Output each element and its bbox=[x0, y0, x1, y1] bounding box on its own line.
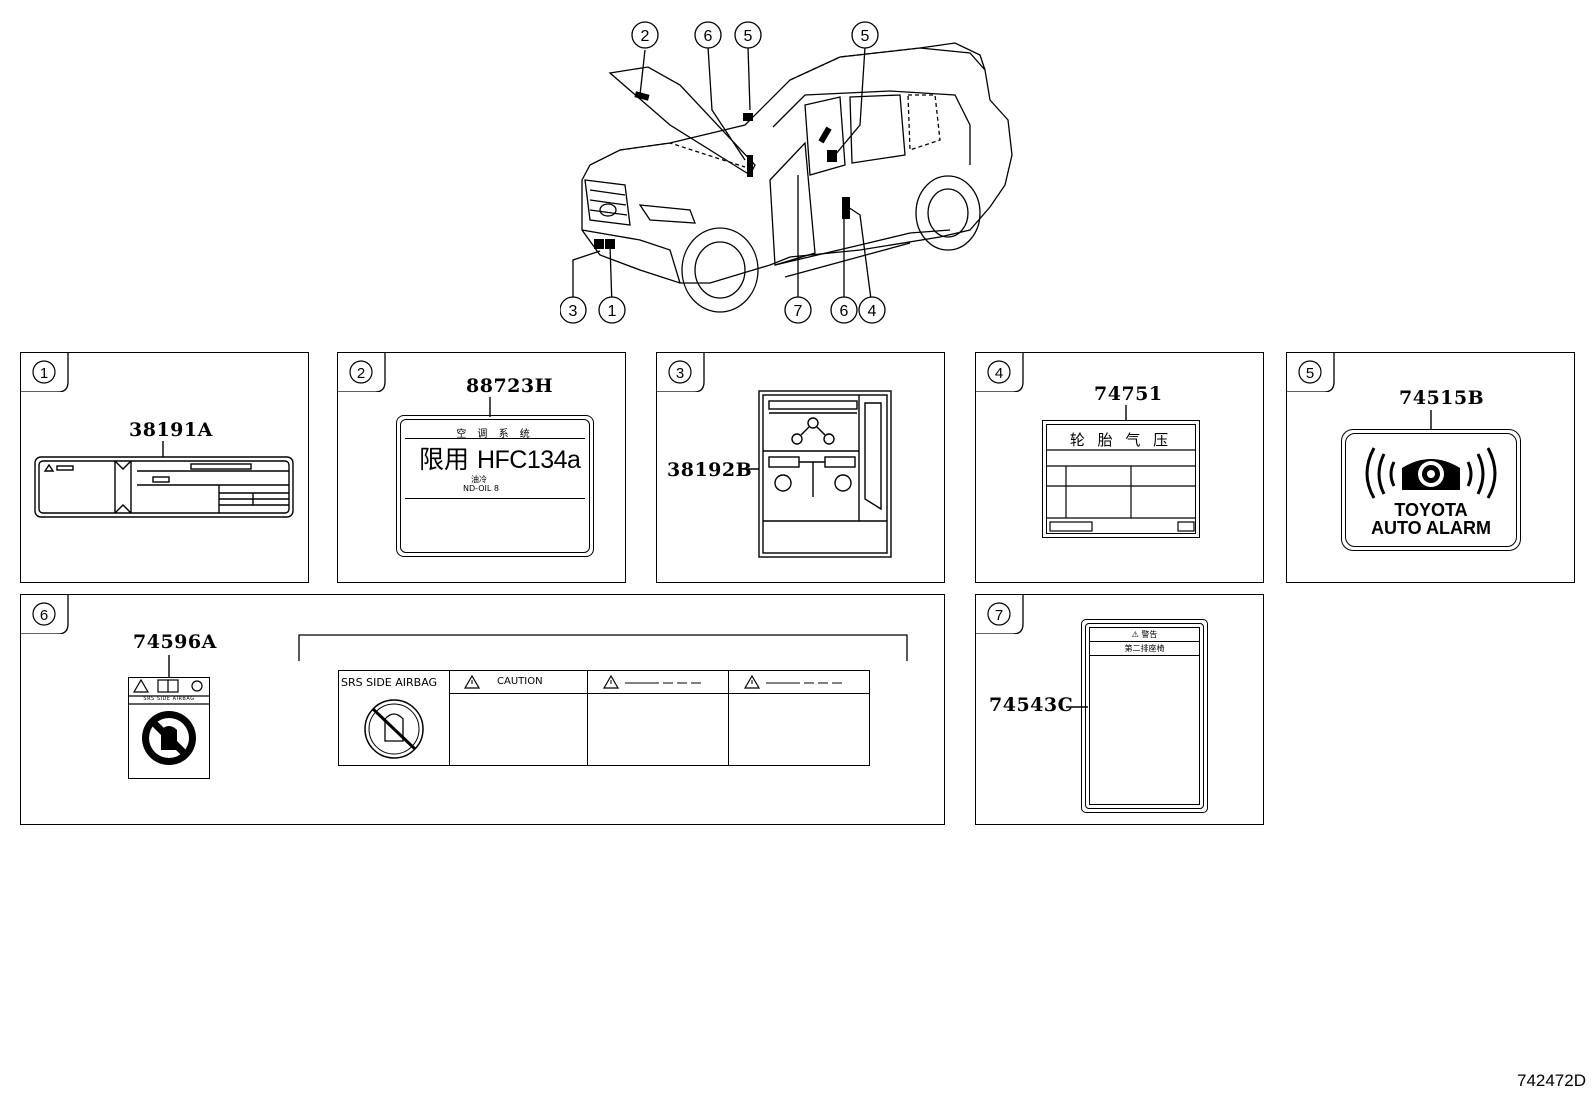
line-leader bbox=[1125, 405, 1127, 421]
panel-index-number: 4 bbox=[995, 365, 1003, 382]
callout-bubble bbox=[694, 21, 722, 49]
label-warning: ⚠ 警告 bbox=[1131, 630, 1158, 639]
no-child-seat-icon bbox=[364, 699, 424, 759]
panel-2: 2 88723H 空 调 系 统 限用 HFC134a 油冷 ND-OIL 8 bbox=[337, 352, 626, 583]
callout-number: 7 bbox=[794, 303, 803, 320]
label-main: HFC134a bbox=[476, 446, 581, 474]
panel-1: 1 38191A bbox=[20, 352, 309, 583]
label-38191a-drawing bbox=[34, 441, 294, 518]
panel-index-tab: 1 bbox=[20, 352, 69, 392]
small-airbag-label: SRS SIDE AIRBAG bbox=[128, 677, 210, 779]
label-oil: ND-OIL 8 bbox=[463, 484, 499, 493]
srs-title: SRS SIDE AIRBAG bbox=[341, 676, 438, 689]
panel-index-number: 1 bbox=[40, 365, 48, 382]
panel-index-number: 7 bbox=[995, 607, 1003, 624]
line-leader bbox=[1430, 410, 1432, 430]
line-leader bbox=[168, 655, 170, 677]
part-number: 38192B bbox=[667, 459, 753, 481]
callout-bubble bbox=[784, 296, 812, 324]
small-label-text: SRS SIDE AIRBAG bbox=[143, 696, 195, 702]
callout-number: 5 bbox=[744, 28, 753, 45]
callout-bubble bbox=[830, 296, 858, 324]
warning-triangle-icon bbox=[603, 675, 701, 689]
callout-bubble bbox=[858, 296, 886, 324]
warning-triangle-icon bbox=[744, 675, 842, 689]
part-number: 74596A bbox=[133, 631, 217, 653]
panel-index-number: 3 bbox=[676, 365, 684, 382]
bracket-line bbox=[298, 634, 908, 661]
label-main-cjk: 限用 bbox=[419, 445, 470, 474]
callout-bubble bbox=[560, 296, 587, 324]
panel-index-tab: 2 bbox=[337, 352, 386, 392]
callout-bubble bbox=[734, 21, 762, 49]
callout-bubble bbox=[631, 21, 659, 49]
part-number: 74515B bbox=[1399, 387, 1485, 409]
panel-index-tab: 4 bbox=[975, 352, 1024, 392]
callout-number: 6 bbox=[704, 28, 713, 45]
warning-label: ⚠ 警告 第二排座椅 bbox=[1081, 619, 1208, 813]
callout-number: 2 bbox=[641, 28, 650, 45]
ac-refrigerant-label: 空 调 系 统 限用 HFC134a 油冷 ND-OIL 8 bbox=[396, 415, 594, 557]
part-number: 74751 bbox=[1094, 383, 1163, 405]
caution-text: CAUTION bbox=[497, 676, 543, 687]
panel-index-tab: 3 bbox=[656, 352, 705, 392]
panel-4: 4 74751 轮 胎 气 压 bbox=[975, 352, 1264, 583]
panel-6: 6 74596A SRS SIDE AIRBAG SRS SIDE AIRB bbox=[20, 594, 945, 825]
part-number: 74543C bbox=[989, 694, 1074, 716]
panel-index-tab: 6 bbox=[20, 594, 69, 634]
panel-index-number: 2 bbox=[357, 365, 365, 382]
panel-index-tab: 5 bbox=[1286, 352, 1335, 392]
vehicle-overview-diagram: 2 6 5 5 3 1 7 6 4 bbox=[560, 21, 1013, 324]
alarm-siren-icon bbox=[1365, 447, 1497, 499]
callout-bubble bbox=[598, 296, 626, 324]
panel-3: 3 38192B bbox=[656, 352, 945, 583]
label-38192b-drawing bbox=[741, 390, 892, 558]
callout-number: 3 bbox=[569, 303, 578, 320]
callout-number: 6 bbox=[840, 303, 849, 320]
callout-number: 4 bbox=[868, 303, 877, 320]
label-oil-cjk: 油冷 bbox=[471, 475, 487, 484]
callout-number: 5 bbox=[861, 28, 870, 45]
tire-pressure-label: 轮 胎 气 压 bbox=[1042, 420, 1200, 538]
line-leader bbox=[1066, 706, 1088, 708]
auto-alarm-label: TOYOTA AUTO ALARM bbox=[1341, 429, 1521, 551]
line-leader bbox=[489, 397, 491, 417]
panel-index-tab: 7 bbox=[975, 594, 1024, 634]
panel-7: 7 74543C ⚠ 警告 第二排座椅 bbox=[975, 594, 1264, 825]
srs-caution-label: SRS SIDE AIRBAG CAUTION bbox=[338, 670, 870, 766]
label-sub: 第二排座椅 bbox=[1124, 644, 1165, 653]
label-line2: AUTO ALARM bbox=[1371, 518, 1491, 538]
document-code: 742472D bbox=[1516, 1071, 1586, 1090]
part-number: 38191A bbox=[129, 419, 213, 441]
panel-index-number: 5 bbox=[1306, 365, 1314, 382]
warning-triangle-icon bbox=[464, 675, 480, 689]
label-title: 轮 胎 气 压 bbox=[1069, 431, 1173, 449]
part-number: 88723H bbox=[466, 375, 554, 397]
label-line1: TOYOTA bbox=[1394, 500, 1468, 520]
callout-number: 1 bbox=[608, 303, 617, 320]
panel-index-number: 6 bbox=[40, 607, 48, 624]
label-header: 空 调 系 统 bbox=[456, 429, 534, 440]
panel-5: 5 74515B TOYOTA AUTO ALARM bbox=[1286, 352, 1575, 583]
callout-bubble bbox=[851, 21, 879, 49]
